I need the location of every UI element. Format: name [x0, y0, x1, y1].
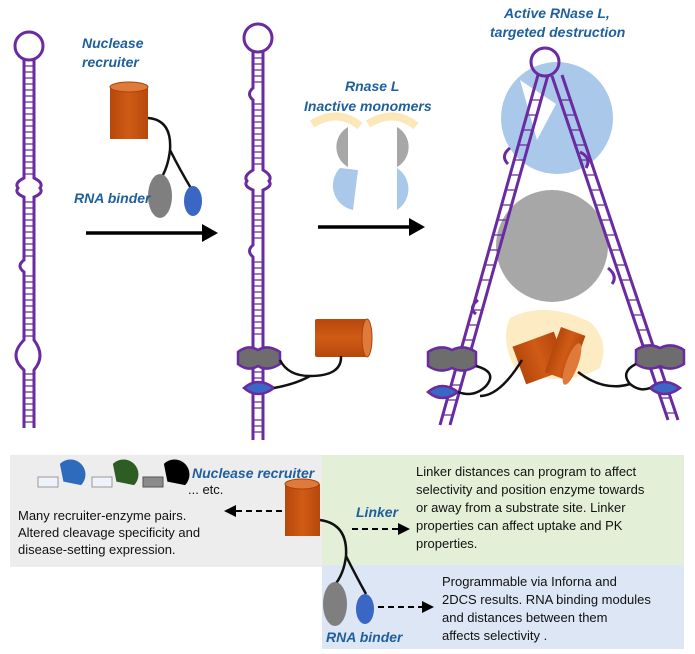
binder-text-line3: and distances between them [442, 610, 608, 625]
linker-text-line2: selectivity and position enzyme towards [416, 482, 645, 497]
active-rnase-label-line1: Active RNase L, [503, 5, 610, 21]
binder-text-line1: Programmable via Inforna and [442, 574, 617, 589]
recruiter-enzyme-pair-black [142, 459, 190, 488]
recruiter-enzyme-pair-blue [37, 459, 86, 488]
bound-chimera-right [624, 344, 686, 396]
rna-hairpin-1 [13, 30, 45, 428]
dashed-arrow-linker [352, 523, 410, 535]
arrow-step1 [86, 224, 218, 242]
linker-text-line3: or away from a substrate site. Linker [416, 500, 626, 515]
linker-text-line5: properties. [416, 536, 477, 551]
rna-hairpin-1-rungs [24, 65, 34, 423]
rna-hairpin-2 [242, 22, 274, 440]
rnase-monomer-1 [309, 112, 363, 210]
binder-text-line4: affects selectivity . [442, 628, 547, 643]
binder-text-line2: 2DCS results. RNA binding modules [442, 592, 651, 607]
rnase-label-line2: Inactive monomers [304, 98, 432, 114]
recruiter-enzyme-pair-green [91, 459, 139, 488]
etc-label: ... etc. [188, 482, 223, 497]
dashed-arrow-recruiter [224, 505, 282, 517]
linker-text-line1: Linker distances can program to affect [416, 464, 637, 479]
rna-binder-bottom-label: RNA binder [326, 629, 404, 645]
rnase-monomer-2 [365, 112, 419, 210]
linker-panel [322, 455, 684, 565]
nuclease-recruiter-label-line2: recruiter [82, 54, 140, 70]
nuclease-recruiter-bottom-label: Nuclease recruiter [192, 465, 316, 481]
rna-hairpin-2-rungs [253, 57, 263, 433]
recruiter-cylinders-dimer [479, 327, 631, 398]
active-rnase-label-line2: targeted destruction [490, 24, 625, 40]
linker-text-line4: properties can affect uptake and PK [416, 518, 623, 533]
recruiter-text-line2: Altered cleavage specificity and [18, 525, 200, 540]
rna-binder-label: RNA binder [74, 190, 152, 206]
rnase-label-line1: Rnase L [345, 78, 399, 94]
active-rnase-dimer [496, 62, 613, 379]
chimera-molecule-step1 [109, 81, 202, 218]
chimera-molecule-bottom [284, 478, 374, 626]
linker-label: Linker [356, 504, 400, 520]
dashed-arrow-binder [378, 601, 434, 613]
bound-chimera-left [426, 346, 492, 400]
bound-chimera-step2 [236, 318, 373, 396]
recruiter-text-line3: disease-setting expression. [18, 542, 176, 557]
nuclease-recruiter-label-line1: Nuclease [82, 35, 144, 51]
recruiter-text-line1: Many recruiter-enzyme pairs. [18, 508, 186, 523]
arrow-step2 [318, 218, 425, 236]
